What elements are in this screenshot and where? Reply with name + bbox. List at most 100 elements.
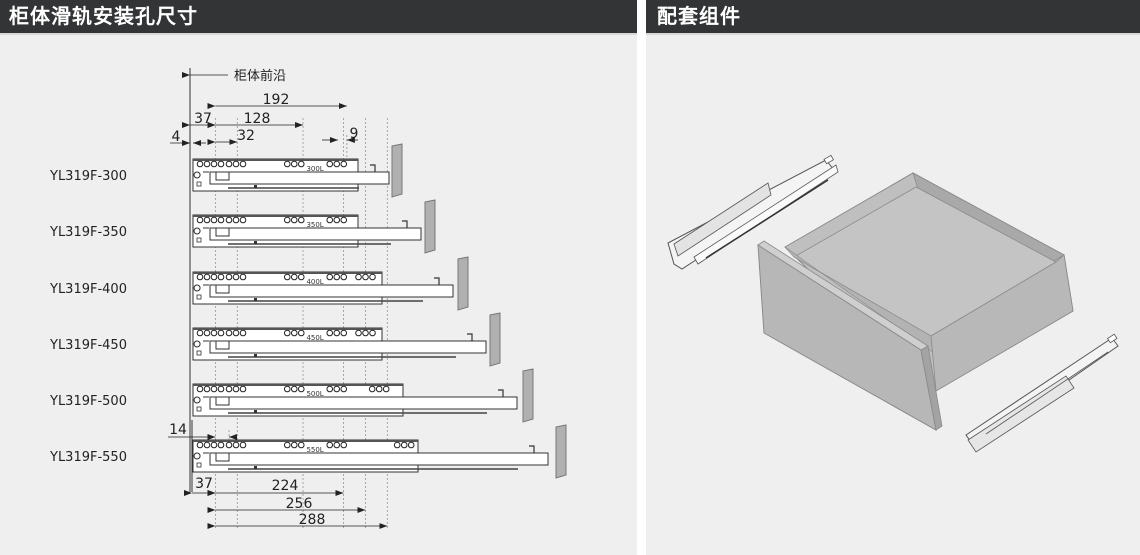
rail-left-shadow-line bbox=[705, 179, 829, 259]
drawer-box bbox=[757, 172, 1074, 431]
mounting-hole bbox=[225, 216, 233, 224]
stop-pin bbox=[254, 298, 257, 301]
mounting-hole bbox=[225, 329, 233, 337]
front-hook bbox=[402, 220, 408, 228]
drawer-member bbox=[209, 171, 390, 185]
drawer-member bbox=[209, 396, 518, 410]
mounting-hole bbox=[326, 273, 334, 281]
rail-right-edge-line bbox=[985, 351, 1109, 435]
mounting-hole bbox=[290, 273, 298, 281]
dim-37-bottom-label: 37 bbox=[195, 476, 213, 492]
slide-length-mark: 450L bbox=[306, 334, 323, 342]
model-label: YL319F-400 bbox=[49, 282, 127, 297]
mounting-hole bbox=[290, 160, 298, 168]
model-label: YL319F-550 bbox=[49, 450, 127, 465]
stop-pin bbox=[254, 185, 257, 188]
mounting-hole bbox=[340, 216, 348, 224]
rear-hole-slot bbox=[193, 227, 209, 235]
mounting-hole bbox=[382, 385, 390, 393]
mounting-hole bbox=[283, 216, 291, 224]
cabinet-side-panel bbox=[555, 424, 567, 479]
cabinet-side-panel bbox=[489, 312, 501, 367]
rear-square bbox=[196, 406, 202, 412]
mounting-hole bbox=[232, 273, 240, 281]
mounting-hole bbox=[225, 385, 233, 393]
mounting-hole bbox=[340, 160, 348, 168]
stop-pin bbox=[254, 410, 257, 413]
dim-14-label: 14 bbox=[169, 422, 187, 438]
model-label: YL319F-350 bbox=[49, 225, 127, 240]
model-label: YL319F-300 bbox=[49, 169, 127, 184]
mounting-hole bbox=[362, 329, 369, 337]
mounting-hole bbox=[239, 160, 247, 168]
dim-32-label: 32 bbox=[237, 128, 255, 144]
mounting-hole bbox=[210, 441, 218, 449]
mounting-hole bbox=[326, 329, 334, 337]
model-label: YL319F-450 bbox=[49, 338, 127, 353]
mounting-hole bbox=[210, 273, 218, 281]
rear-hole-slot bbox=[193, 284, 209, 292]
mounting-hole bbox=[283, 160, 291, 168]
slide-rail-right bbox=[965, 333, 1119, 453]
mounting-hole bbox=[369, 273, 376, 281]
mounting-hole bbox=[297, 273, 305, 281]
mounting-hole bbox=[375, 385, 383, 393]
cabinet-front-label: 柜体前沿 bbox=[234, 68, 286, 84]
release-tab bbox=[215, 171, 230, 181]
rail-right-bracket bbox=[967, 375, 1075, 453]
drawer-member bbox=[209, 340, 487, 354]
mounting-hole bbox=[210, 329, 218, 337]
mounting-hole bbox=[203, 160, 211, 168]
mounting-hole bbox=[297, 216, 305, 224]
right-panel-header: 配套组件 bbox=[646, 0, 1140, 35]
mounting-hole bbox=[225, 160, 233, 168]
mounting-hole bbox=[326, 385, 334, 393]
front-hook bbox=[434, 277, 440, 285]
mounting-hole bbox=[196, 329, 204, 337]
mounting-hole bbox=[297, 329, 305, 337]
mounting-hole bbox=[333, 216, 341, 224]
dim-37-top-label: 37 bbox=[194, 111, 212, 127]
mounting-hole bbox=[283, 329, 291, 337]
slide-row: YL319F-300 300L bbox=[49, 143, 403, 198]
mounting-hole bbox=[196, 385, 204, 393]
rail-left-end-cap bbox=[823, 154, 835, 165]
mounting-hole bbox=[333, 160, 341, 168]
stop-pin bbox=[254, 354, 257, 357]
rear-square bbox=[196, 181, 202, 187]
cabinet-side-panel bbox=[457, 256, 469, 311]
mounting-hole bbox=[340, 441, 348, 449]
mounting-hole bbox=[232, 329, 240, 337]
slide-length-mark: 300L bbox=[306, 165, 323, 173]
dim-4-label: 4 bbox=[172, 129, 181, 145]
model-label: YL319F-500 bbox=[49, 394, 127, 409]
mounting-hole bbox=[217, 216, 225, 224]
mounting-hole bbox=[203, 216, 211, 224]
front-hook bbox=[529, 445, 535, 453]
drawer-member bbox=[209, 452, 549, 466]
mounting-hole bbox=[355, 329, 362, 337]
dim-256-label: 256 bbox=[286, 496, 313, 512]
mounting-hole bbox=[196, 216, 204, 224]
slide-length-mark: 550L bbox=[306, 446, 323, 454]
release-tab bbox=[215, 340, 230, 350]
mounting-hole bbox=[393, 441, 401, 449]
slide-row: YL319F-550 550L bbox=[49, 424, 567, 479]
mounting-hole bbox=[400, 441, 408, 449]
mounting-hole bbox=[203, 329, 211, 337]
rear-hole-slot bbox=[193, 171, 209, 179]
mounting-hole bbox=[362, 273, 369, 281]
mounting-hole bbox=[297, 441, 305, 449]
front-hook bbox=[467, 333, 473, 341]
mounting-hole bbox=[369, 329, 376, 337]
mounting-hole bbox=[232, 160, 240, 168]
mounting-hole bbox=[225, 273, 233, 281]
stop-pin bbox=[254, 241, 257, 244]
mounting-hole bbox=[239, 385, 247, 393]
mounting-hole bbox=[203, 441, 211, 449]
